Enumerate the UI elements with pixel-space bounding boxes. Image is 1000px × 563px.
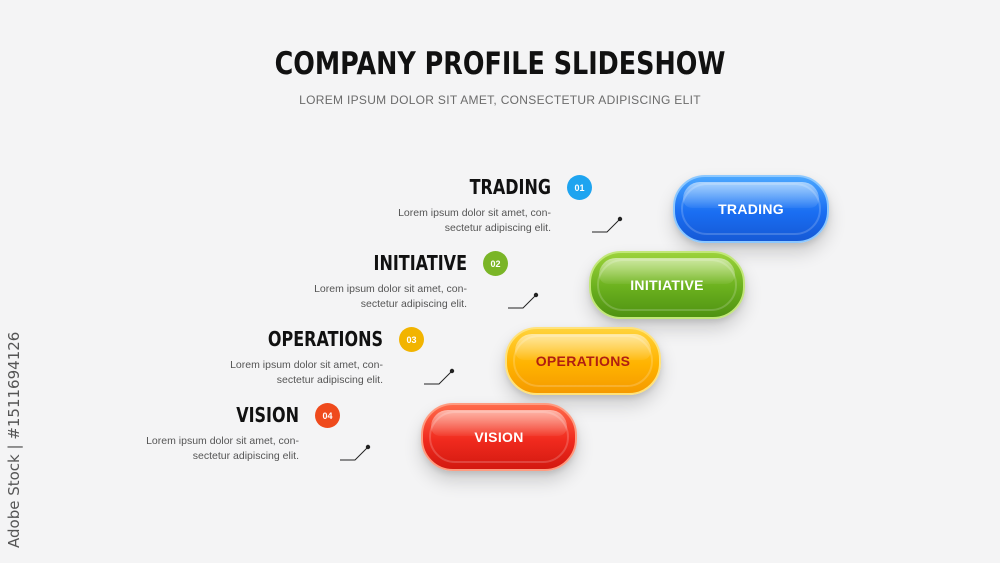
page-subtitle: LOREM IPSUM DOLOR SIT AMET, CONSECTETUR … (299, 93, 701, 107)
pill-label: TRADING (718, 201, 784, 217)
leader-line (508, 292, 539, 309)
pill-button-vision[interactable]: VISION (421, 403, 577, 471)
step-number-badge: 04 (315, 403, 340, 428)
pill-button-trading[interactable]: TRADING (673, 175, 829, 243)
leader-line (592, 216, 623, 233)
step-heading: TRADING (469, 175, 551, 199)
description-line: sectetur adipiscing elit. (276, 374, 383, 386)
pill-button-initiative[interactable]: INITIATIVE (589, 251, 745, 319)
leader-line (424, 368, 455, 385)
step-number-badge: 02 (483, 251, 508, 276)
pill-button-operations[interactable]: OPERATIONS (505, 327, 661, 395)
description-line: Lorem ipsum dolor sit amet, con- (230, 359, 383, 371)
step-heading: VISION (236, 403, 299, 427)
step-number-badge: 01 (567, 175, 592, 200)
description-line: sectetur adipiscing elit. (360, 298, 467, 310)
stock-id-watermark: Adobe Stock | #1511694126 (5, 331, 23, 548)
description-line: Lorem ipsum dolor sit amet, con- (314, 283, 467, 295)
description-line: Lorem ipsum dolor sit amet, con- (146, 435, 299, 447)
step-number-badge: 03 (399, 327, 424, 352)
pill-label: INITIATIVE (630, 277, 704, 293)
step-description: Lorem ipsum dolor sit amet, con- sectetu… (237, 282, 467, 312)
description-line: sectetur adipiscing elit. (192, 450, 299, 462)
step-description: Lorem ipsum dolor sit amet, con- sectetu… (321, 206, 551, 236)
step-heading: OPERATIONS (267, 327, 383, 351)
pill-label: OPERATIONS (535, 353, 631, 369)
description-line: Lorem ipsum dolor sit amet, con- (398, 207, 551, 219)
pill-label: VISION (474, 429, 524, 445)
description-line: sectetur adipiscing elit. (444, 222, 551, 234)
step-description: Lorem ipsum dolor sit amet, con- sectetu… (69, 434, 299, 464)
step-heading: INITIATIVE (373, 251, 467, 275)
page-title: COMPANY PROFILE SLIDESHOW (274, 46, 726, 82)
step-description: Lorem ipsum dolor sit amet, con- sectetu… (153, 358, 383, 388)
leader-line (340, 444, 371, 461)
